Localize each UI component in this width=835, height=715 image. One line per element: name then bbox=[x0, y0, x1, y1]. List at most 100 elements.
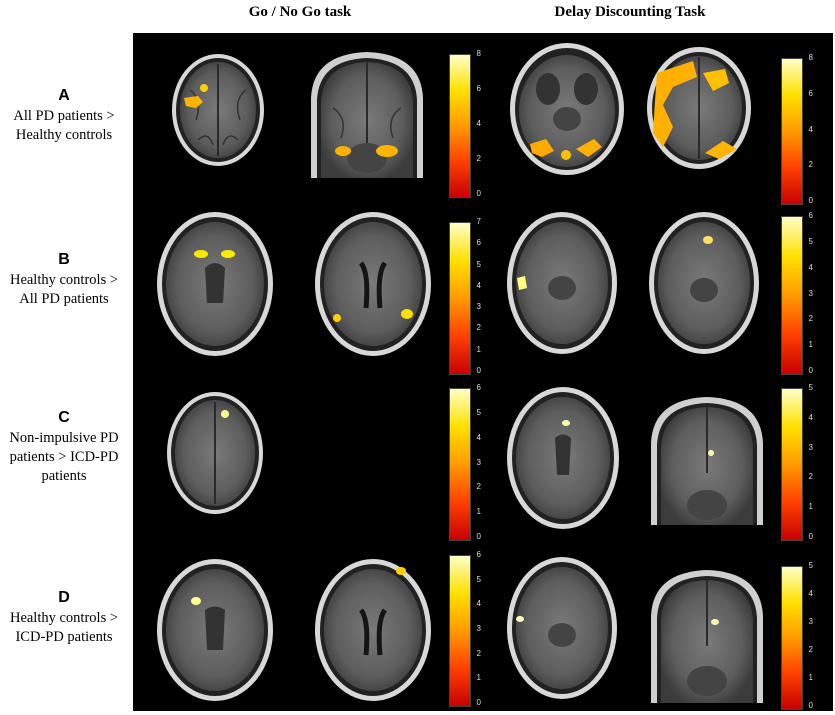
colorbar-D-go bbox=[449, 555, 471, 707]
colorbar-tick-label: 3 bbox=[476, 302, 481, 312]
colorbar-tick-label: 5 bbox=[808, 383, 813, 392]
activation-blob bbox=[221, 410, 229, 418]
brain-slice-axial bbox=[647, 47, 751, 169]
colorbar-tick-label: 4 bbox=[476, 119, 481, 128]
row-label-line: Healthy controls > bbox=[9, 610, 119, 626]
colorbar-tick-label: 5 bbox=[808, 236, 813, 246]
colorbar-tick-label: 0 bbox=[808, 701, 813, 710]
activation-blob bbox=[562, 420, 570, 426]
colorbar-tick-label: 6 bbox=[476, 238, 481, 248]
colorbar-tick-label: 1 bbox=[476, 344, 481, 354]
colorbar-tick-label: 1 bbox=[808, 502, 813, 512]
colorbar-tick-label: 4 bbox=[476, 432, 481, 442]
brain-slice-axial bbox=[507, 212, 617, 354]
brain-slice-axial bbox=[167, 392, 263, 514]
colorbar-tick-label: 2 bbox=[808, 314, 813, 324]
colorbar-tick-label: 6 bbox=[808, 211, 813, 220]
activation-blob bbox=[516, 616, 524, 622]
colorbar-tick-label: 2 bbox=[476, 648, 481, 658]
activation-blob bbox=[708, 450, 714, 456]
colorbar-D-dd bbox=[781, 566, 803, 710]
brain-slice-axial bbox=[157, 559, 273, 701]
activation-blob bbox=[194, 250, 235, 258]
row-label-line: patients bbox=[41, 468, 87, 484]
colorbar-tick-label: 7 bbox=[476, 217, 481, 226]
row-label-b: B Healthy controls > All PD patients bbox=[0, 250, 128, 309]
colorbar-tick-label: 2 bbox=[808, 472, 813, 482]
colorbar-tick-label: 4 bbox=[808, 589, 813, 598]
colorbar-tick-label: 8 bbox=[808, 53, 813, 62]
colorbar-tick-label: 0 bbox=[808, 196, 813, 205]
colorbar-tick-label: 6 bbox=[808, 88, 813, 98]
colorbar-tick-label: 2 bbox=[476, 482, 481, 492]
colorbar-B-dd bbox=[781, 216, 803, 375]
activation-blob bbox=[184, 84, 208, 108]
brain-slice-axial bbox=[315, 559, 431, 701]
colorbar-tick-label: 2 bbox=[808, 160, 813, 170]
colorbar-tick-label: 3 bbox=[476, 624, 481, 633]
brain-slice-axial bbox=[649, 212, 759, 354]
activation-blob bbox=[517, 276, 527, 290]
colorbar-tick-label: 0 bbox=[808, 366, 813, 375]
column-title-delay-discounting: Delay Discounting Task bbox=[554, 4, 706, 20]
activation-blob bbox=[530, 139, 602, 160]
row-label-line: patients > ICD-PD bbox=[9, 449, 119, 465]
colorbar-tick-label: 6 bbox=[476, 383, 481, 392]
activation-blob bbox=[711, 619, 719, 625]
brain-slice-coronal bbox=[651, 570, 763, 703]
colorbar-tick-label: 1 bbox=[476, 507, 481, 517]
colorbar-C-dd bbox=[781, 388, 803, 541]
colorbar-A-go bbox=[449, 54, 471, 198]
colorbar-tick-label: 5 bbox=[476, 407, 481, 417]
colorbar-tick-label: 3 bbox=[808, 617, 813, 626]
row-label-line: All PD patients bbox=[19, 291, 109, 307]
activation-blob bbox=[191, 597, 201, 605]
brain-slice-coronal bbox=[651, 397, 763, 525]
colorbar-tick-label: 5 bbox=[476, 259, 481, 269]
colorbar-tick-label: 3 bbox=[476, 457, 481, 467]
colorbar-B-go bbox=[449, 222, 471, 375]
column-title-go-nogo: Go / No Go task bbox=[248, 4, 352, 20]
colorbar-tick-label: 2 bbox=[476, 154, 481, 163]
colorbar-tick-label: 3 bbox=[808, 442, 813, 452]
row-letter: B bbox=[58, 251, 70, 268]
colorbar-tick-label: 4 bbox=[808, 262, 813, 272]
row-letter: A bbox=[58, 87, 70, 104]
colorbar-tick-label: 5 bbox=[808, 561, 813, 570]
row-label-c: C Non-impulsive PD patients > ICD-PD pat… bbox=[0, 408, 128, 486]
colorbar-tick-label: 5 bbox=[476, 574, 481, 584]
row-letter: C bbox=[58, 409, 70, 426]
colorbar-tick-label: 4 bbox=[476, 599, 481, 609]
colorbar-tick-label: 0 bbox=[808, 532, 813, 541]
colorbar-tick-label: 3 bbox=[808, 288, 813, 298]
brain-slice-axial bbox=[157, 212, 273, 356]
colorbar-tick-label: 1 bbox=[476, 673, 481, 683]
colorbar-A-dd bbox=[781, 58, 803, 205]
row-label-line: Healthy controls > bbox=[9, 272, 119, 288]
colorbar-tick-label: 1 bbox=[808, 340, 813, 350]
colorbar-tick-label: 4 bbox=[808, 412, 813, 422]
activation-blob bbox=[335, 145, 398, 157]
row-label-line: Non-impulsive PD bbox=[9, 430, 119, 446]
row-label-line: All PD patients > bbox=[13, 108, 115, 124]
colorbar-tick-label: 6 bbox=[476, 550, 481, 559]
colorbar-tick-label: 0 bbox=[476, 189, 481, 198]
colorbar-tick-label: 8 bbox=[476, 49, 481, 58]
colorbar-tick-label: 0 bbox=[476, 532, 481, 541]
row-label-d: D Healthy controls > ICD-PD patients bbox=[0, 588, 128, 647]
brain-slice-axial bbox=[507, 557, 617, 699]
colorbar-tick-label: 4 bbox=[476, 280, 481, 290]
colorbar-tick-label: 4 bbox=[808, 124, 813, 134]
colorbar-tick-label: 1 bbox=[808, 673, 813, 682]
row-label-line: Healthy controls bbox=[15, 127, 113, 143]
colorbar-tick-label: 0 bbox=[476, 366, 481, 375]
activation-blob bbox=[653, 61, 737, 159]
colorbar-tick-label: 0 bbox=[476, 698, 481, 707]
colorbar-C-go bbox=[449, 388, 471, 541]
brain-slice-axial bbox=[507, 387, 619, 529]
brain-slice-axial bbox=[172, 54, 264, 166]
activation-blob bbox=[396, 567, 406, 575]
activation-blob bbox=[703, 236, 713, 244]
brain-slice-coronal bbox=[311, 52, 423, 178]
